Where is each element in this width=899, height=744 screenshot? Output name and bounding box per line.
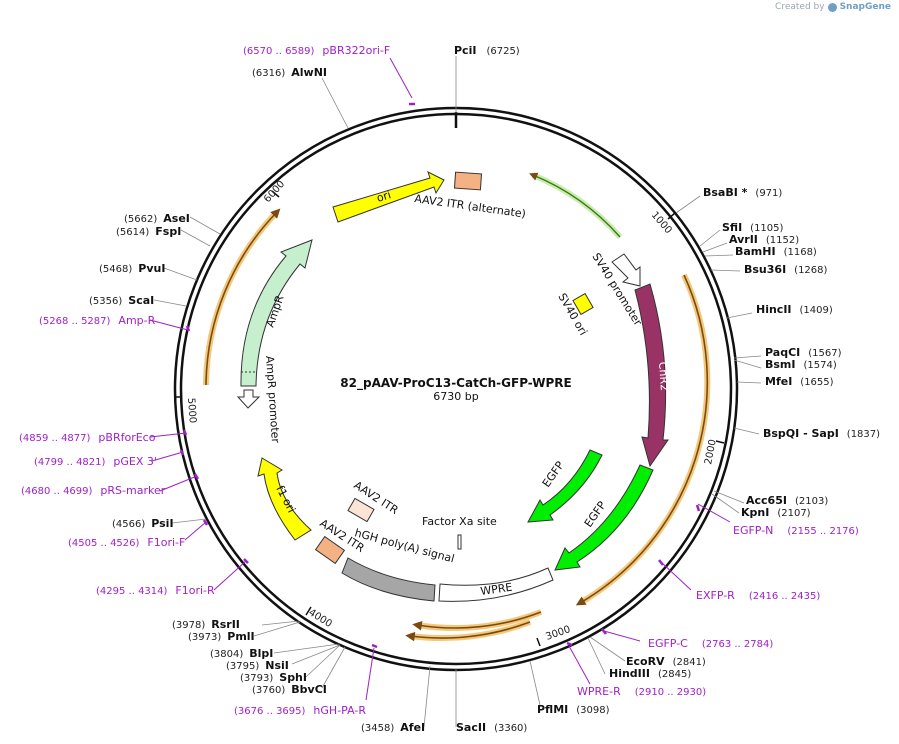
feature-chr2[interactable] <box>634 283 669 468</box>
credit-brand: SnapGene <box>839 2 891 12</box>
feature-wpre[interactable] <box>438 567 554 602</box>
credit-prefix: Created by <box>775 2 825 12</box>
enzyme-avrii: AvrII(1152) <box>729 233 799 246</box>
enzyme-asei: (5662)AseI <box>124 212 190 225</box>
enzyme-pmli: (3973)PmlI <box>188 630 255 643</box>
primer-markers <box>149 57 731 701</box>
enzyme-pflmi: PflMI(3098) <box>537 703 610 716</box>
primer-pbrforeco: (4859 .. 4877)pBRforEco <box>19 431 156 444</box>
feature-aav2-itr-a[interactable] <box>314 535 346 565</box>
feature-aav2-itr-b[interactable] <box>347 497 375 523</box>
primer-egfp-c: EGFP-C(2763 .. 2784) <box>648 637 773 650</box>
enzyme-bsabi: BsaBI *(971) <box>703 186 782 199</box>
tick-1000: 1000 <box>649 210 674 236</box>
feature-sv40-ori[interactable] <box>572 292 594 316</box>
primer-labels: (6570 .. 6589)pBR322ori-F EGFP-N(2155 ..… <box>19 44 859 717</box>
enzyme-sfii: SfiI(1105) <box>722 221 784 234</box>
scale-tick-labels: 1000 2000 3000 4000 5000 6000 <box>185 179 719 643</box>
plasmid-size: 6730 bp <box>433 390 478 403</box>
tick-5000: 5000 <box>185 397 198 423</box>
enzyme-hindiii: HindIII(2845) <box>609 667 691 680</box>
enzyme-bbvci: (3760)BbvCI <box>252 683 327 696</box>
enzyme-scai: (5356)ScaI <box>89 294 154 307</box>
snapgene-logo-icon <box>827 2 837 12</box>
feature-ori[interactable] <box>332 171 445 223</box>
enzyme-nsii: (3795)NsiI <box>226 659 289 672</box>
primer-f1ori-f: (4505 .. 4526)F1ori-F <box>68 536 185 549</box>
enzyme-pvui: (5468)PvuI <box>99 262 165 275</box>
primer-pbr322ori-f: (6570 .. 6589)pBR322ori-F <box>243 44 390 57</box>
enzyme-ecorv: EcoRV(2841) <box>626 655 706 668</box>
features <box>236 171 669 602</box>
primer-pgex-3: (4799 .. 4821)pGEX 3' <box>34 455 157 468</box>
enzyme-bamhi: BamHI(1168) <box>735 245 817 258</box>
enzyme-kpni: KpnI(2107) <box>741 506 811 519</box>
enzyme-pcii: PciI(6725) <box>454 44 520 57</box>
enzyme-bsmi: BsmI(1574) <box>765 358 837 371</box>
primer-hgh-pa-r: (3676 .. 3695)hGH-PA-R <box>234 704 366 717</box>
label-aav2-itr-alternate: AAV2 ITR (alternate) <box>414 192 527 221</box>
feature-ampr-promoter[interactable] <box>236 389 261 409</box>
enzyme-blpi: (3804)BlpI <box>210 647 273 660</box>
feature-egfp-2[interactable] <box>554 464 654 571</box>
plasmid-name: 82_pAAV-ProC13-CatCh-GFP-WPRE <box>340 376 571 391</box>
feature-hgh-polya[interactable] <box>341 557 436 602</box>
enzyme-alwni: (6316)AlwNI <box>252 66 327 79</box>
primer-prs-marker: (4680 .. 4699)pRS-marker <box>21 484 166 497</box>
enzyme-hincii: HincII(1409) <box>756 303 833 316</box>
primer-amp-r: (5268 .. 5287)Amp-R <box>39 314 156 327</box>
primer-egfp-n: EGFP-N(2155 .. 2176) <box>733 524 859 537</box>
enzyme-sacii: SacII(3360) <box>456 721 527 734</box>
primer-exfp-r: EXFP-R(2416 .. 2435) <box>696 589 820 602</box>
outer-track-arrows <box>203 172 711 642</box>
enzyme-bspqi-sapi: BspQI - SapI(1837) <box>763 427 880 440</box>
enzyme-labels: PciI(6725) (6316)AlwNI BsaBI *(971) SfiI… <box>89 44 880 734</box>
feature-sv40-promoter[interactable] <box>611 253 641 287</box>
label-wpre: WPRE <box>480 581 514 598</box>
enzyme-leaders <box>153 56 762 728</box>
enzyme-mfei: MfeI(1655) <box>765 375 834 388</box>
label-chr2: ChR2 <box>656 361 671 391</box>
enzyme-fspi: (5614)FspI <box>116 225 181 238</box>
enzyme-bsu36i: Bsu36I(1268) <box>744 263 828 276</box>
primer-f1ori-r: (4295 .. 4314)F1ori-R <box>96 584 215 597</box>
tick-4000: 4000 <box>306 607 333 630</box>
enzyme-acc65i: Acc65I(2103) <box>746 494 828 507</box>
feature-factor-xa-site[interactable] <box>457 534 462 550</box>
label-hgh-polya: hGH poly(A) signal <box>353 526 456 565</box>
enzyme-paqci: PaqCI(1567) <box>765 346 842 359</box>
credit: Created by SnapGene <box>775 2 891 12</box>
scale-ticks <box>174 190 725 647</box>
enzyme-sphi: (3793)SphI <box>240 671 307 684</box>
label-egfp-1: EGFP <box>540 459 567 490</box>
label-ampr-promoter: AmpR promoter <box>263 355 282 444</box>
feature-ampr[interactable] <box>240 239 313 387</box>
label-factor-xa: Factor Xa site <box>422 515 497 528</box>
enzyme-afei: (3458)AfeI <box>361 721 425 734</box>
enzyme-psii: (4566)PsiI <box>112 517 174 530</box>
enzyme-rsrii: (3978)RsrII <box>172 618 240 631</box>
tick-2000: 2000 <box>703 438 719 465</box>
feature-egfp-1[interactable] <box>527 449 603 523</box>
label-ori: ori <box>375 188 392 205</box>
feature-f1-ori[interactable] <box>257 457 312 541</box>
primer-wpre-r: WPRE-R(2910 .. 2930) <box>577 685 706 698</box>
feature-aav2-itr-alternate[interactable] <box>453 171 483 191</box>
